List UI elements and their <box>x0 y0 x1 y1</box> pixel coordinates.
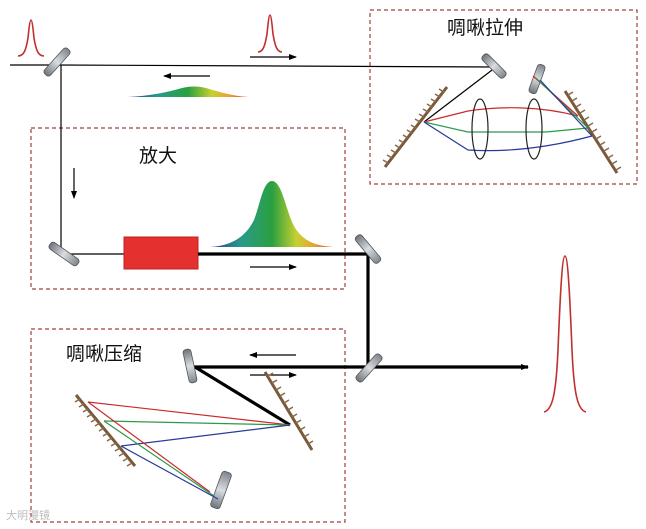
mirror-icon <box>48 241 80 267</box>
stretcher-box <box>369 9 638 185</box>
grating-icon <box>382 86 449 168</box>
mirror-icon <box>182 348 198 384</box>
watermark: 大明漫镜 <box>6 509 50 522</box>
direction-arrows <box>71 54 297 378</box>
thick-beam <box>189 252 529 427</box>
spectrum-icon <box>210 181 334 247</box>
lens-icon <box>471 98 489 160</box>
mirror-icon <box>210 470 232 510</box>
transit-pulse-icon <box>257 14 283 53</box>
grating-icon <box>563 90 622 174</box>
compressor-rays <box>87 401 291 500</box>
spectrum-icon <box>128 86 248 97</box>
output-pulse-icon <box>543 255 587 413</box>
stretcher-label: 啁啾拉伸 <box>447 17 524 39</box>
gain-crystal-icon <box>123 236 199 270</box>
thin-beam <box>10 64 497 255</box>
amplifier-label: 放大 <box>139 145 178 167</box>
mirror-icon <box>43 47 71 77</box>
grating-icon <box>74 394 137 467</box>
lens-icon <box>525 98 543 160</box>
compressor-label: 啁啾压缩 <box>66 343 143 365</box>
compressor-box <box>30 328 346 523</box>
mirror-icon <box>481 53 507 79</box>
grating-icon <box>263 371 314 451</box>
mirror-icon <box>355 353 383 383</box>
input-pulse-icon <box>17 19 45 57</box>
mirror-icon <box>354 234 382 264</box>
stretcher-rays <box>423 75 593 152</box>
amplifier-box <box>30 127 346 290</box>
